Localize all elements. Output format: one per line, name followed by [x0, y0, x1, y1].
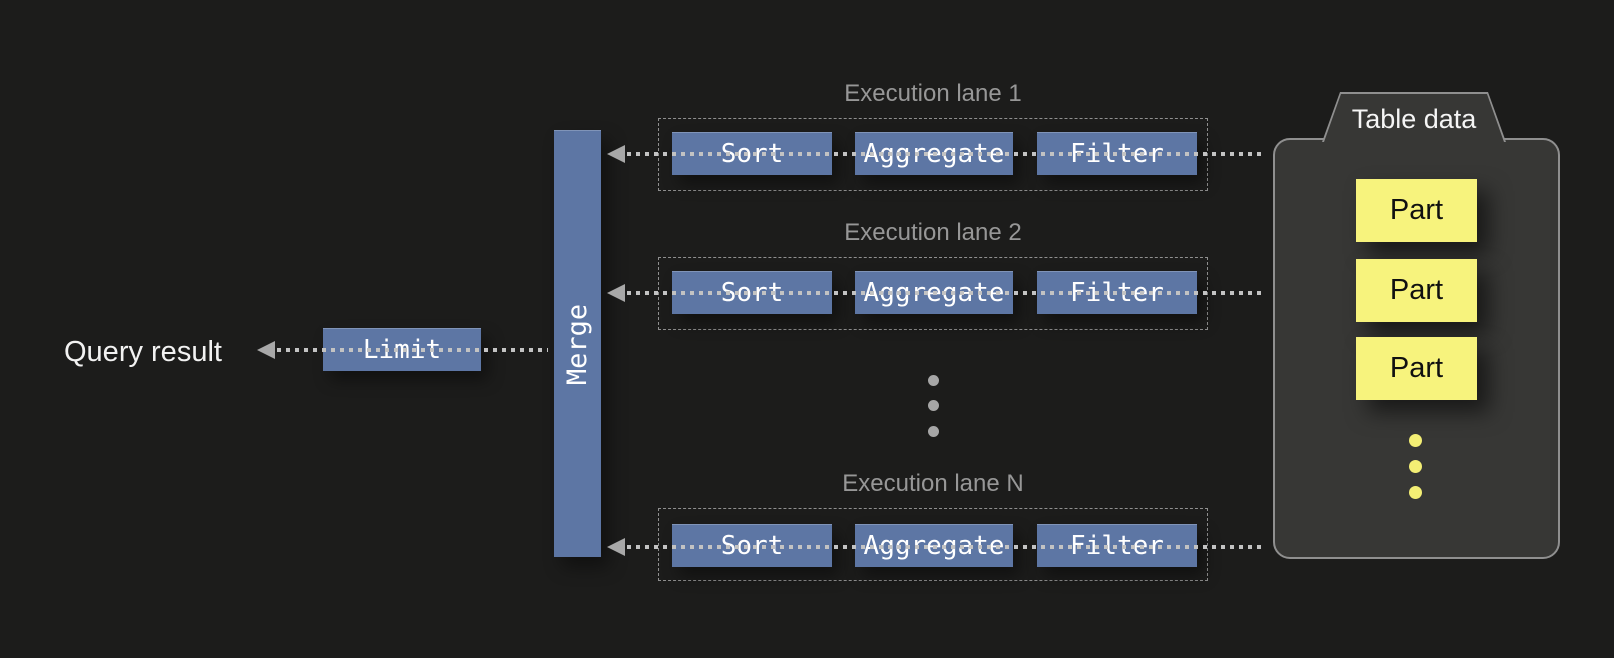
ellipsis-dot-icon [1409, 460, 1422, 473]
arrow-left-icon [607, 145, 625, 163]
table-data-title: Table data [1351, 103, 1477, 134]
dotted-flow-line [627, 152, 1262, 156]
lane-n-label: Execution lane N [842, 470, 1024, 497]
ellipsis-dot-icon [928, 375, 939, 386]
table-data-panel: Part Part Part [1273, 138, 1560, 559]
ellipsis-dot-icon [1409, 434, 1422, 447]
merge-operator-bar: Merge [554, 130, 601, 557]
dotted-flow-line [627, 291, 1262, 295]
query-result-label: Query result [64, 336, 222, 368]
part-label: Part [1389, 194, 1444, 226]
part-box: Part [1356, 259, 1477, 322]
merge-label: Merge [562, 303, 593, 385]
arrow-left-icon [257, 341, 275, 359]
arrow-left-icon [607, 284, 625, 302]
ellipsis-dot-icon [928, 426, 939, 437]
part-box: Part [1356, 179, 1477, 242]
dotted-flow-line [627, 545, 1262, 549]
arrow-left-icon [607, 538, 625, 556]
table-data-tab-fill [1324, 94, 1504, 142]
lane-1-label: Execution lane 1 [844, 80, 1022, 107]
part-label: Part [1389, 274, 1444, 306]
table-data-tab [1322, 92, 1506, 142]
ellipsis-dot-icon [1409, 486, 1422, 499]
part-box: Part [1356, 337, 1477, 400]
dotted-flow-line [277, 348, 548, 352]
lane-n-frame [658, 508, 1208, 581]
lane-2-label: Execution lane 2 [844, 219, 1022, 246]
ellipsis-dot-icon [928, 400, 939, 411]
part-label: Part [1389, 352, 1444, 384]
